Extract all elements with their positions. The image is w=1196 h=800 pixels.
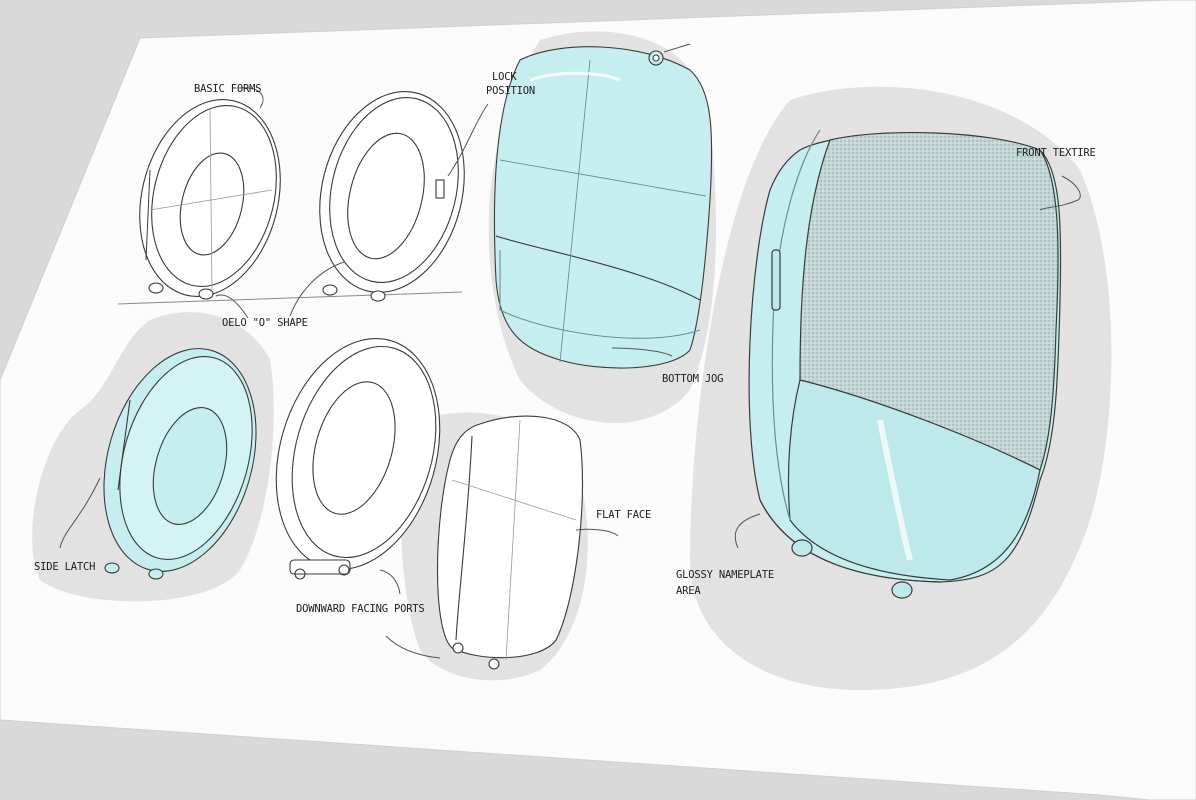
label-glossy-nameplate-line1: GLOSSY NAMEPLATE xyxy=(676,569,774,581)
label-front-texture: FRONT TEXTIRE xyxy=(1016,147,1096,159)
label-basic-forms: BASIC FORMS xyxy=(194,83,261,95)
bottom-jog-sketch xyxy=(493,46,713,369)
label-downward-facing-ports: DOWNWARD FACING PORTS xyxy=(296,603,425,615)
side-latch-sketch xyxy=(103,348,257,580)
oelo-shape-sketch xyxy=(319,91,465,302)
label-flat-face: FLAT FACE xyxy=(596,509,651,521)
label-side-latch: SIDE LATCH xyxy=(34,561,95,573)
label-glossy-nameplate-line2: AREA xyxy=(676,585,701,597)
ground-line xyxy=(117,291,463,305)
label-lock-position-line2: POSITION xyxy=(486,85,535,97)
downward-ports-sketch xyxy=(275,338,441,580)
final-render-sketch xyxy=(748,129,1062,599)
label-bottom-jog: BOTTOM JOG xyxy=(662,373,723,385)
label-oelo-shape: OELO "O" SHAPE xyxy=(222,317,308,329)
basic-form-sketch xyxy=(139,99,281,300)
leader-lines xyxy=(59,43,1081,659)
label-lock-position-line1: LOCK xyxy=(492,71,517,83)
flat-face-sketch xyxy=(437,415,584,670)
